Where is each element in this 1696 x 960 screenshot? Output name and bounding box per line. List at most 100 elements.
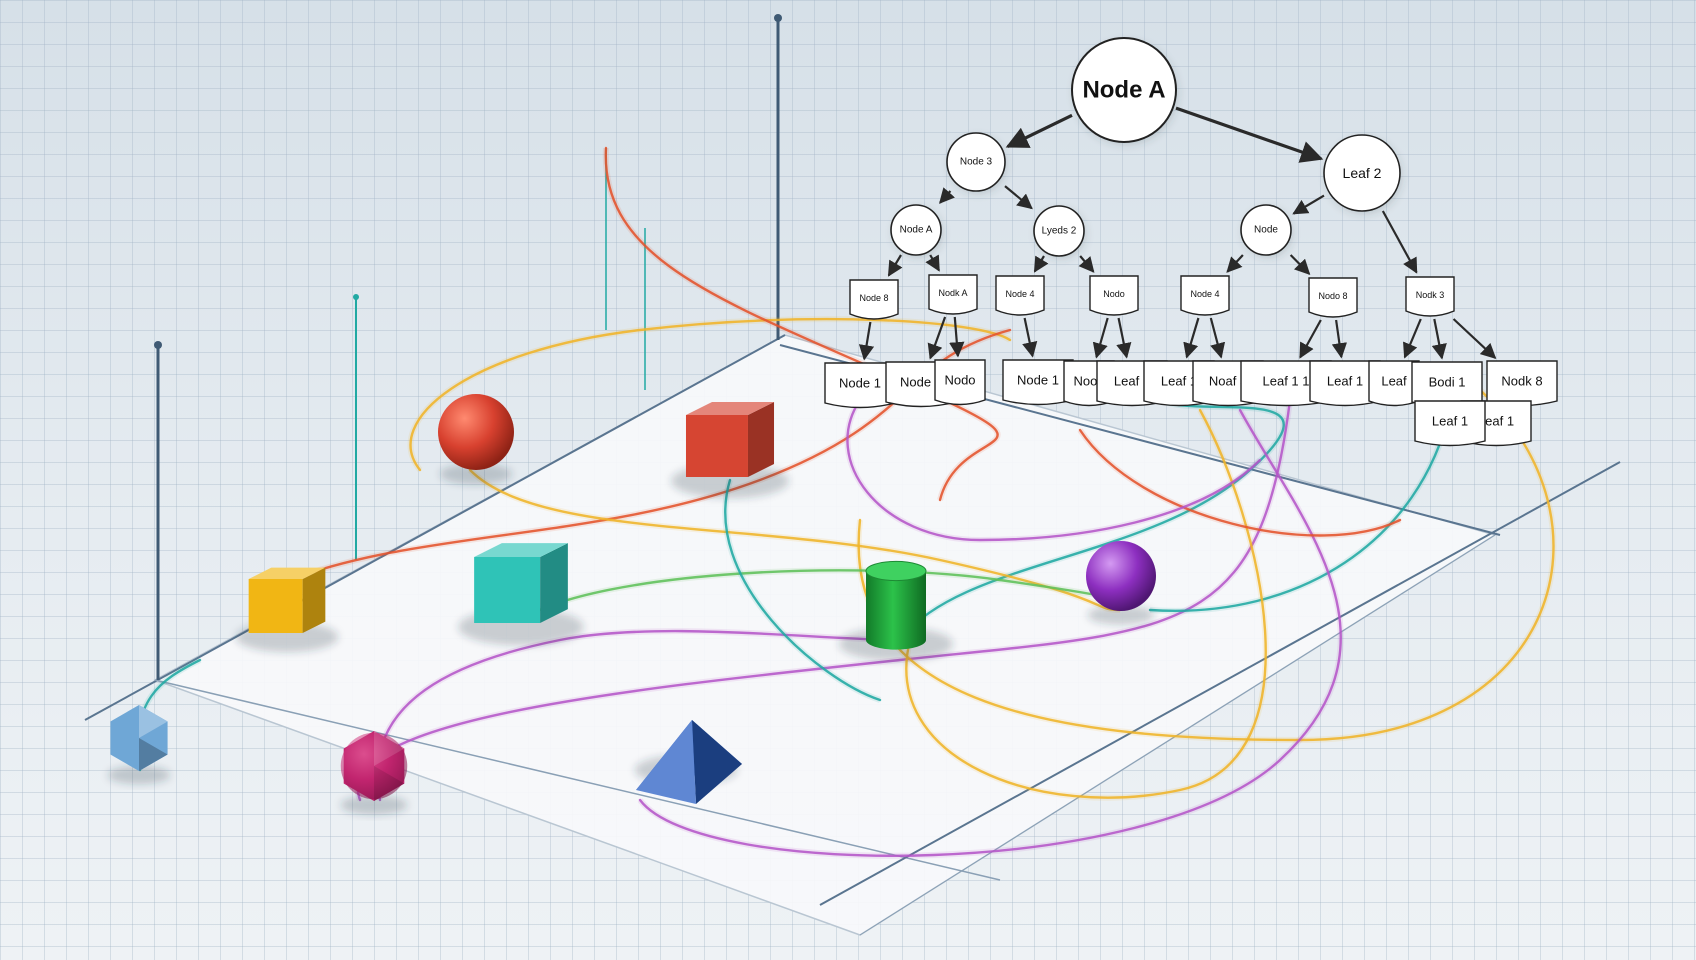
tree-node-label: Nodo 8 <box>1318 291 1347 301</box>
tree-node-l2a[interactable]: Node A <box>890 204 943 258</box>
tree-nodes: Node A Node 3 Leaf 2 Node A Lyeds 2 NodeNode … <box>824 37 1558 447</box>
tree-edge <box>1033 255 1049 273</box>
tree-edge <box>1226 254 1244 273</box>
connector-line <box>724 478 882 702</box>
tree-node-lf1[interactable]: Node 1 <box>824 362 896 409</box>
tree-node-lf12[interactable]: Bodi 1 <box>1411 361 1483 408</box>
tree-node-label: Leaf 1 <box>1114 374 1150 389</box>
tree-node-lf4[interactable]: Node 1 <box>1002 359 1074 406</box>
tree-edge <box>1116 317 1132 359</box>
tree-node-label: Leaf 1 <box>1327 374 1363 389</box>
tree-node-label: Nodk 3 <box>1416 290 1445 300</box>
tree-node-label: Node 1 <box>839 376 881 391</box>
connector-line <box>1078 428 1402 537</box>
tree-edge <box>1092 317 1109 359</box>
yellow-cube[interactable] <box>235 567 339 653</box>
tree-edge <box>1078 255 1095 273</box>
connector-line <box>905 408 1267 799</box>
tree-node-label: Node 2 <box>900 375 942 390</box>
connector-glow <box>1077 428 1402 539</box>
tree-node-label: Lyeds 2 <box>1042 226 1077 237</box>
tree-edge <box>1209 317 1226 359</box>
tree-edge <box>1004 185 1033 210</box>
red-cube[interactable] <box>671 401 789 499</box>
tree-edge <box>939 187 955 204</box>
tree-node-label: Nodk A <box>938 288 967 298</box>
tree-edge <box>1022 317 1038 358</box>
tree-edge <box>887 254 903 277</box>
tree-node-label: Node A <box>900 225 933 236</box>
tree-node-l3c[interactable]: Node 4 <box>995 275 1045 316</box>
tree-node-label: Node 1 <box>1017 373 1059 388</box>
tree-node-l2b[interactable]: Lyeds 2 <box>1033 205 1086 259</box>
tree-node-l3f[interactable]: Nodo 8 <box>1308 277 1358 318</box>
connector-line <box>1148 408 1452 613</box>
tree-edge <box>1381 210 1418 274</box>
connector-line <box>468 468 1122 612</box>
tree-node-lf15[interactable]: Leaf 1 <box>1414 400 1486 447</box>
tree-node-lf13[interactable]: Nodk 8 <box>1486 360 1558 407</box>
tree-node-lf11[interactable]: Leaf <box>1368 360 1420 407</box>
tree-node-l3d[interactable]: Nodo <box>1089 275 1139 316</box>
tree-edge <box>1299 319 1322 359</box>
tree-edges <box>858 106 1497 413</box>
tree-node-label: Node 4 <box>1190 289 1219 299</box>
connector-line <box>638 408 1342 857</box>
tree-edge <box>1331 319 1348 359</box>
purple-sphere[interactable] <box>1086 541 1156 625</box>
connector-glow <box>637 408 1344 859</box>
tree-node-l3b[interactable]: Nodk A <box>928 274 978 315</box>
connector-line <box>409 317 1012 472</box>
tree-edge <box>949 316 965 358</box>
tree-edge <box>858 321 875 361</box>
connector-line <box>846 398 1262 542</box>
tree-node-label: Leaf 1 1 <box>1263 374 1310 389</box>
tree-node-l2c[interactable]: Node <box>1240 204 1293 258</box>
tree-edge <box>1175 106 1324 163</box>
green-cylinder[interactable] <box>839 560 953 661</box>
scene-objects <box>107 394 1156 815</box>
tree-node-label: Nodo <box>944 373 975 388</box>
tree-node-label: Node <box>1254 225 1278 236</box>
tree-edge <box>1292 194 1325 215</box>
tree-node-label: Leaf <box>1381 374 1407 389</box>
tree-node-lf10[interactable]: Leaf 1 <box>1309 360 1381 407</box>
axis-lines <box>84 14 1621 936</box>
connector-glow <box>467 467 1121 613</box>
tree-edge <box>925 254 940 272</box>
tree-node-label: Node A <box>1082 77 1165 104</box>
red-sphere[interactable] <box>438 394 514 485</box>
tree-node-l1a[interactable]: Node 3 <box>946 132 1007 194</box>
connector-glow <box>844 398 1263 544</box>
tree-node-l3g[interactable]: Nodk 3 <box>1405 276 1455 317</box>
blue-polyhedron[interactable] <box>107 705 171 785</box>
teal-cube[interactable] <box>458 543 584 646</box>
tree-edge <box>927 316 947 360</box>
tree-node-l3e[interactable]: Node 4 <box>1180 275 1230 316</box>
connector-glow <box>1149 409 1453 614</box>
tree-node-root[interactable]: Node A <box>1071 37 1178 145</box>
magenta-polyhedron[interactable] <box>340 731 408 815</box>
tree-edge <box>1289 254 1311 275</box>
tree-node-label: Nodo <box>1103 289 1125 299</box>
tree-edge <box>1183 317 1200 359</box>
tree-node-label: Bodi 1 <box>1429 375 1466 390</box>
tree-node-label: Node 8 <box>859 293 888 303</box>
tree-node-label: Leaf 1 <box>1432 414 1468 429</box>
tree-edge <box>1005 113 1073 149</box>
tree-node-label: Node 4 <box>1005 289 1034 299</box>
blue-pyramid[interactable] <box>634 720 742 804</box>
tree-node-label: Leaf 1 <box>1161 374 1197 389</box>
tree-node-l1b[interactable]: Leaf 2 <box>1323 134 1402 214</box>
tree-node-lf3[interactable]: Nodo <box>934 359 986 406</box>
tree-edge <box>1431 318 1447 360</box>
tree-edge <box>1403 318 1422 359</box>
tree-node-label: Leaf 1 <box>1478 414 1514 429</box>
tree-node-l3a[interactable]: Node 8 <box>849 279 899 320</box>
tree-node-label: Noaf 3 <box>1209 374 1247 389</box>
connector-glow <box>722 479 881 703</box>
tree-node-label: Leaf 2 <box>1343 165 1382 181</box>
connector-glow <box>407 316 1012 472</box>
tree-node-label: Node 3 <box>960 157 993 168</box>
